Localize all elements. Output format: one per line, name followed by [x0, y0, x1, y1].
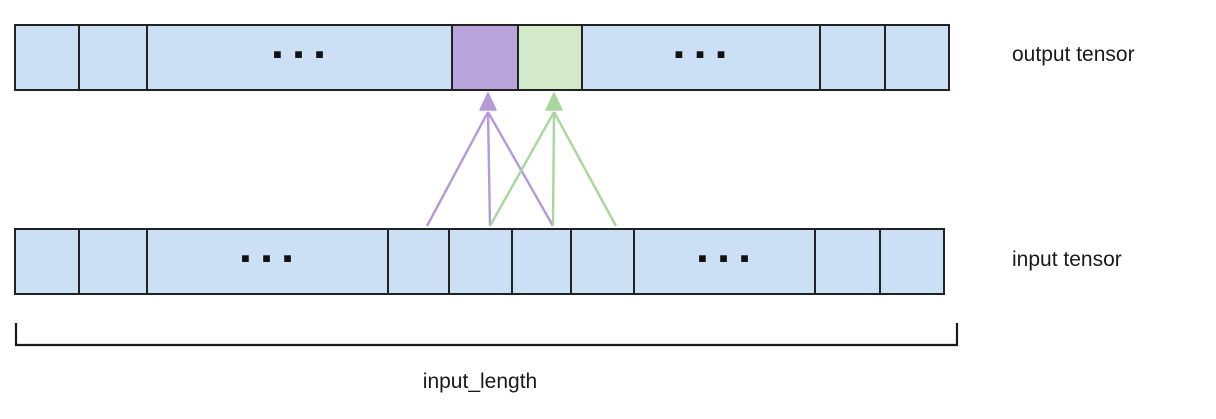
in-cell-b	[448, 228, 513, 295]
in-cell-1	[14, 228, 80, 295]
out-cell-last-1	[884, 24, 950, 91]
in-cell-gap-right: ▪ ▪ ▪	[633, 228, 816, 295]
out-cell-gap-right: ▪ ▪ ▪	[581, 24, 821, 91]
in-cell-d	[570, 228, 635, 295]
in-cell-last-2	[814, 228, 881, 295]
out-cell-green	[517, 24, 583, 91]
input-length-label: input_length	[422, 370, 538, 393]
purple-arrow-group	[425, 92, 555, 227]
green-arrow-head	[545, 92, 563, 111]
input-length-brace	[14, 323, 959, 347]
out-cell-last-2	[819, 24, 886, 91]
in-cell-a	[387, 228, 450, 295]
purple-arrow-line-1	[425, 111, 490, 227]
out-cell-1	[14, 24, 80, 91]
output-tensor-label: output tensor	[1012, 43, 1135, 66]
out-cell-gap-left: ▪ ▪ ▪	[146, 24, 453, 91]
green-arrow-line-3	[552, 111, 618, 227]
out-cell-purple	[451, 24, 519, 91]
input-tensor-label: input tensor	[1012, 248, 1122, 271]
green-arrow-line-1	[488, 111, 556, 227]
green-arrow-line-2	[551, 111, 556, 227]
out-cell-2	[78, 24, 148, 91]
purple-arrow-line-3	[486, 111, 555, 227]
in-cell-c	[511, 228, 572, 295]
in-cell-last-1	[879, 228, 945, 295]
input-tensor-row: ▪ ▪ ▪ ▪ ▪ ▪	[14, 228, 945, 295]
in-cell-2	[78, 228, 148, 295]
purple-arrow-head	[479, 92, 497, 111]
purple-arrow-line-2	[486, 111, 492, 227]
output-tensor-row: ▪ ▪ ▪ ▪ ▪ ▪	[14, 24, 950, 91]
green-arrow-group	[488, 92, 618, 227]
in-cell-gap-left: ▪ ▪ ▪	[146, 228, 389, 295]
